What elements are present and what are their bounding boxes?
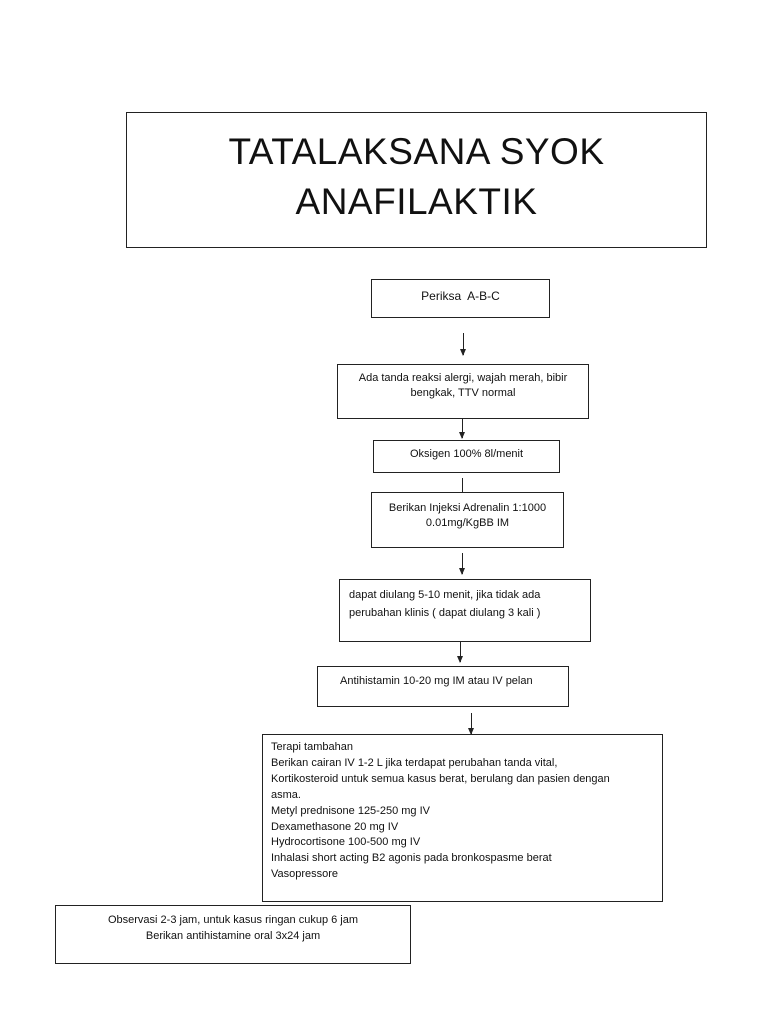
title-line-2: ANAFILAKTIK — [295, 181, 538, 222]
step-ulang-line-2: perubahan klinis ( dapat diulang 3 kali … — [349, 607, 541, 619]
arrow-6 — [468, 713, 474, 735]
step-terapi-line-7: Hydrocortisone 100-500 mg IV — [271, 836, 421, 849]
step-adrenalin-line-1: Berikan Injeksi Adrenalin 1:1000 — [388, 502, 547, 514]
step-antihistamin-box: Antihistamin 10-20 mg IM atau IV pelan — [317, 666, 569, 707]
title-box: TATALAKSANA SYOK ANAFILAKTIK — [126, 112, 707, 248]
step-terapi-box: Terapi tambahan Berikan cairan IV 1-2 L … — [262, 734, 663, 902]
step-antihistamin-label: Antihistamin 10-20 mg IM atau IV pelan — [340, 675, 533, 687]
title-line-1: TATALAKSANA SYOK — [228, 131, 605, 172]
step-terapi-line-3: Kortikosteroid untuk semua kasus berat, … — [271, 772, 610, 785]
step-observasi-line-2: Berikan antihistamine oral 3x24 jam — [145, 930, 321, 942]
step-terapi-line-2: Berikan cairan IV 1-2 L jika terdapat pe… — [271, 756, 558, 769]
step-tanda-box: Ada tanda reaksi alergi, wajah merah, bi… — [337, 364, 589, 419]
step-terapi-line-8: Inhalasi short acting B2 agonis pada bro… — [271, 852, 552, 865]
step-tanda-line-2: bengkak, TTV normal — [410, 387, 516, 399]
step-tanda-line-1: Ada tanda reaksi alergi, wajah merah, bi… — [358, 372, 568, 384]
step-observasi-line-1: Observasi 2-3 jam, untuk kasus ringan cu… — [107, 914, 359, 926]
arrow-2 — [459, 419, 465, 439]
step-periksa-box: Periksa A-B-C — [371, 279, 550, 318]
step-adrenalin-line-2: 0.01mg/KgBB IM — [425, 517, 510, 529]
step-ulang-box: dapat diulang 5-10 menit, jika tidak ada… — [339, 579, 591, 642]
step-terapi-line-1: Terapi tambahan — [271, 741, 353, 753]
step-terapi-line-4: asma. — [271, 788, 301, 801]
step-adrenalin-box: Berikan Injeksi Adrenalin 1:1000 0.01mg/… — [371, 492, 564, 548]
step-terapi-line-5: Metyl prednisone 125-250 mg IV — [271, 804, 430, 817]
step-terapi-line-9: Vasopressore — [271, 868, 339, 881]
step-ulang-line-1: dapat diulang 5-10 menit, jika tidak ada — [349, 589, 541, 601]
arrow-1 — [460, 333, 466, 356]
step-periksa-label: Periksa A-B-C — [421, 289, 500, 303]
step-oksigen-box: Oksigen 100% 8l/menit — [373, 440, 560, 473]
step-oksigen-label: Oksigen 100% 8l/menit — [409, 448, 524, 460]
arrow-4 — [459, 553, 465, 575]
step-observasi-box: Observasi 2-3 jam, untuk kasus ringan cu… — [55, 905, 411, 964]
step-terapi-line-6: Dexamethasone 20 mg IV — [271, 820, 399, 833]
arrow-5 — [457, 641, 463, 663]
